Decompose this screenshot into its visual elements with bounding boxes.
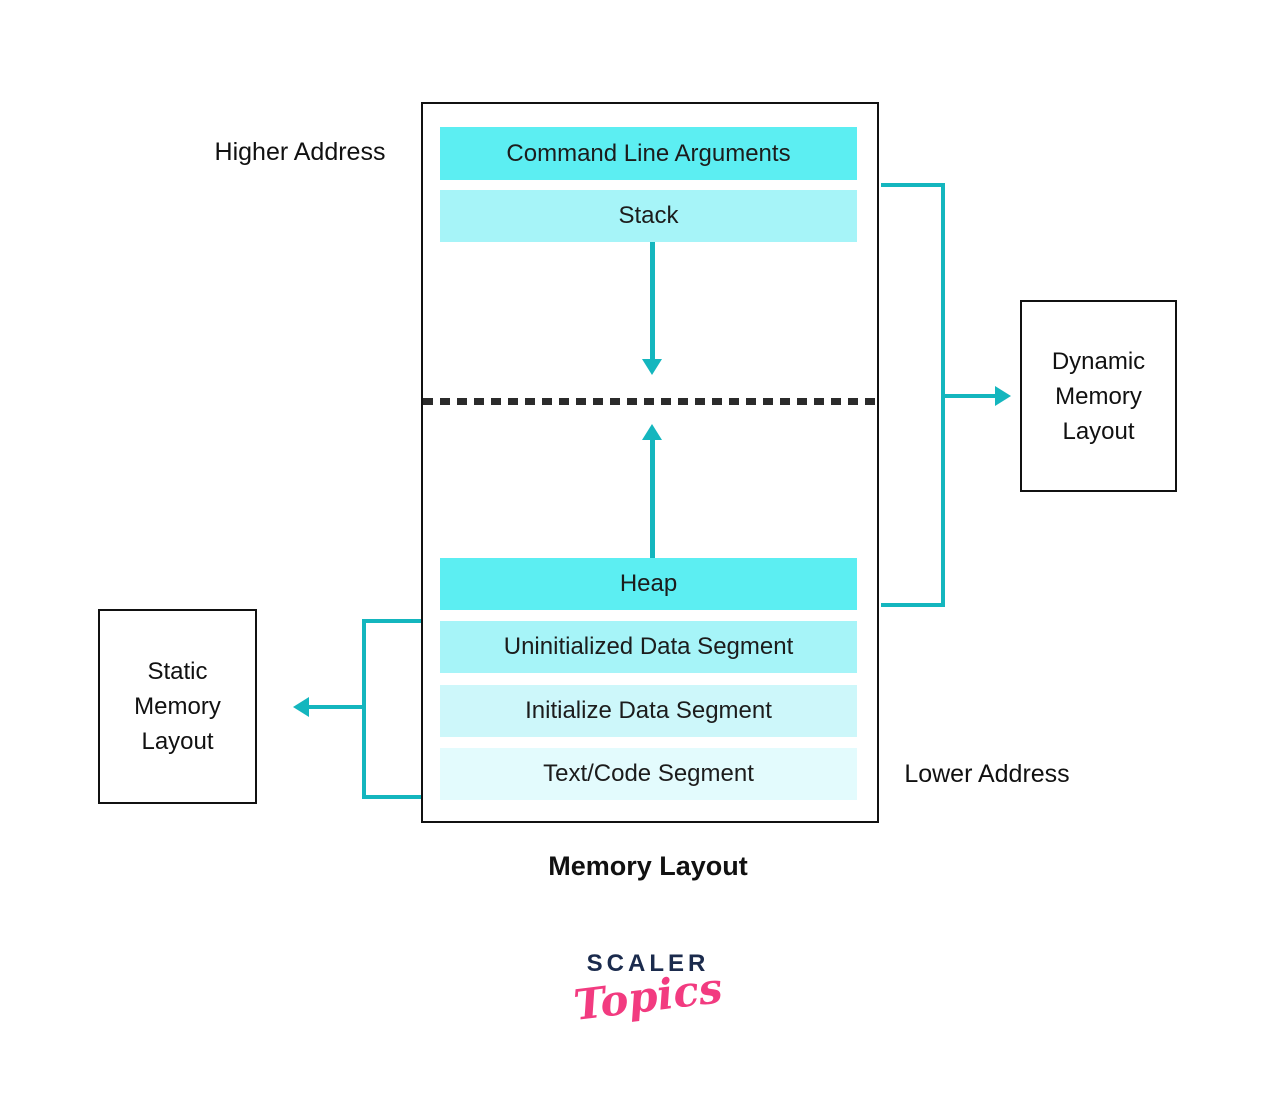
segment-command-line-arguments: Command Line Arguments	[440, 127, 857, 180]
higher-address-label: Higher Address	[214, 138, 386, 166]
static-box-line-2: Memory	[134, 693, 221, 720]
heap-growth-arrowhead-icon	[642, 424, 662, 440]
static-arrowhead-icon	[293, 697, 309, 717]
static-bracket-bottom-line	[362, 795, 421, 799]
static-bracket-vertical-line	[362, 619, 366, 799]
static-box-line-1: Static	[147, 658, 208, 685]
dynamic-bracket-bottom-line	[881, 603, 945, 607]
segment-heap: Heap	[440, 558, 857, 610]
heap-growth-arrow-line	[650, 440, 655, 558]
dynamic-box-line-2: Memory	[1055, 382, 1142, 410]
dynamic-bracket-top-line	[881, 183, 945, 187]
dynamic-memory-layout-box: Dynamic Memory Layout	[1020, 300, 1177, 492]
free-memory-dashed-divider	[423, 398, 877, 405]
static-arrow-line	[309, 705, 362, 709]
scaler-topics-logo: SCALER Topics	[558, 950, 738, 1030]
dynamic-arrowhead-icon	[995, 386, 1011, 406]
stack-growth-arrow-line	[650, 242, 655, 360]
static-memory-layout-box: Static Memory Layout	[98, 609, 257, 804]
segment-initialize-data: Initialize Data Segment	[440, 685, 857, 737]
segment-uninitialized-data: Uninitialized Data Segment	[440, 621, 857, 673]
memory-layout-box: Command Line Arguments Stack Heap Uninit…	[421, 102, 879, 823]
scaler-logo-text: SCALER	[586, 950, 710, 977]
dynamic-box-line-3: Layout	[1062, 417, 1135, 445]
static-box-line-3: Layout	[141, 728, 214, 755]
diagram-title: Memory Layout	[548, 851, 748, 881]
dynamic-box-line-1: Dynamic	[1051, 347, 1146, 375]
static-bracket-top-line	[362, 619, 421, 623]
stack-growth-arrowhead-icon	[642, 359, 662, 375]
dynamic-arrow-line	[945, 394, 995, 398]
lower-address-label: Lower Address	[904, 760, 1070, 788]
dynamic-bracket-vertical-line	[941, 183, 945, 607]
segment-stack: Stack	[440, 190, 857, 242]
segment-text-code: Text/Code Segment	[440, 748, 857, 800]
